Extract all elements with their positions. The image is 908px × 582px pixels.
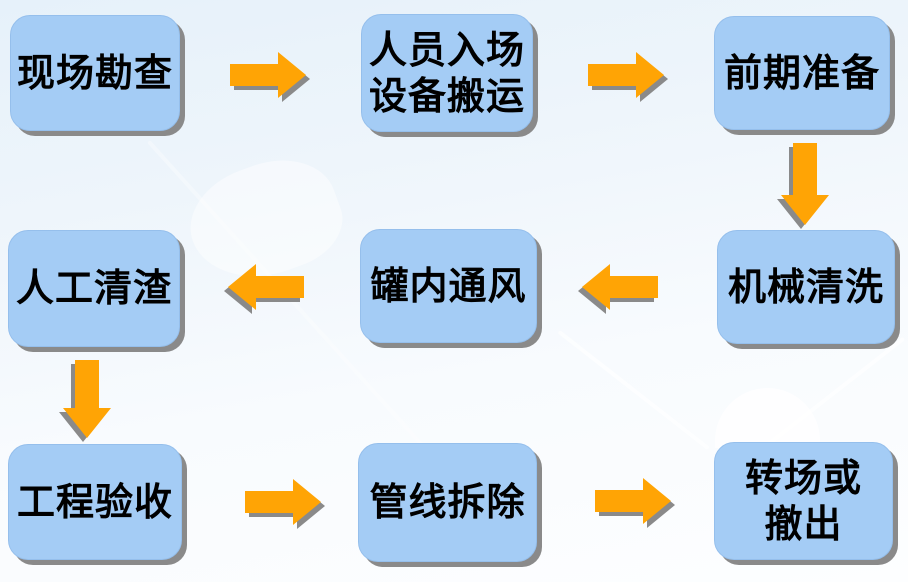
node-pipeline-removal: 管线拆除: [358, 443, 537, 562]
flow-arrow-right-icon: [588, 50, 666, 100]
flow-arrow-left-icon: [226, 262, 304, 312]
flow-arrow-down-icon: [779, 143, 831, 227]
node-manual-residue-removal: 人工清渣: [8, 230, 180, 347]
node-project-acceptance: 工程验收: [8, 444, 182, 560]
watermark-halfcircle: [715, 388, 820, 448]
node-relocation-or-withdrawal: 转场或 撤出: [714, 442, 893, 560]
flow-arrow-right-icon: [245, 477, 323, 527]
node-preliminary-preparation: 前期准备: [714, 16, 890, 130]
node-mechanical-cleaning: 机械清洗: [717, 230, 895, 344]
watermark-streak: [760, 336, 905, 451]
flow-arrow-left-icon: [580, 262, 658, 312]
node-tank-ventilation: 罐内通风: [360, 229, 537, 343]
flow-arrow-right-icon: [595, 476, 673, 526]
watermark-streak: [557, 330, 710, 451]
flow-arrow-down-icon: [61, 360, 113, 440]
flow-arrow-right-icon: [230, 50, 308, 100]
node-personnel-equipment-entry: 人员入场 设备搬运: [361, 14, 533, 132]
node-site-survey: 现场勘查: [10, 15, 180, 131]
